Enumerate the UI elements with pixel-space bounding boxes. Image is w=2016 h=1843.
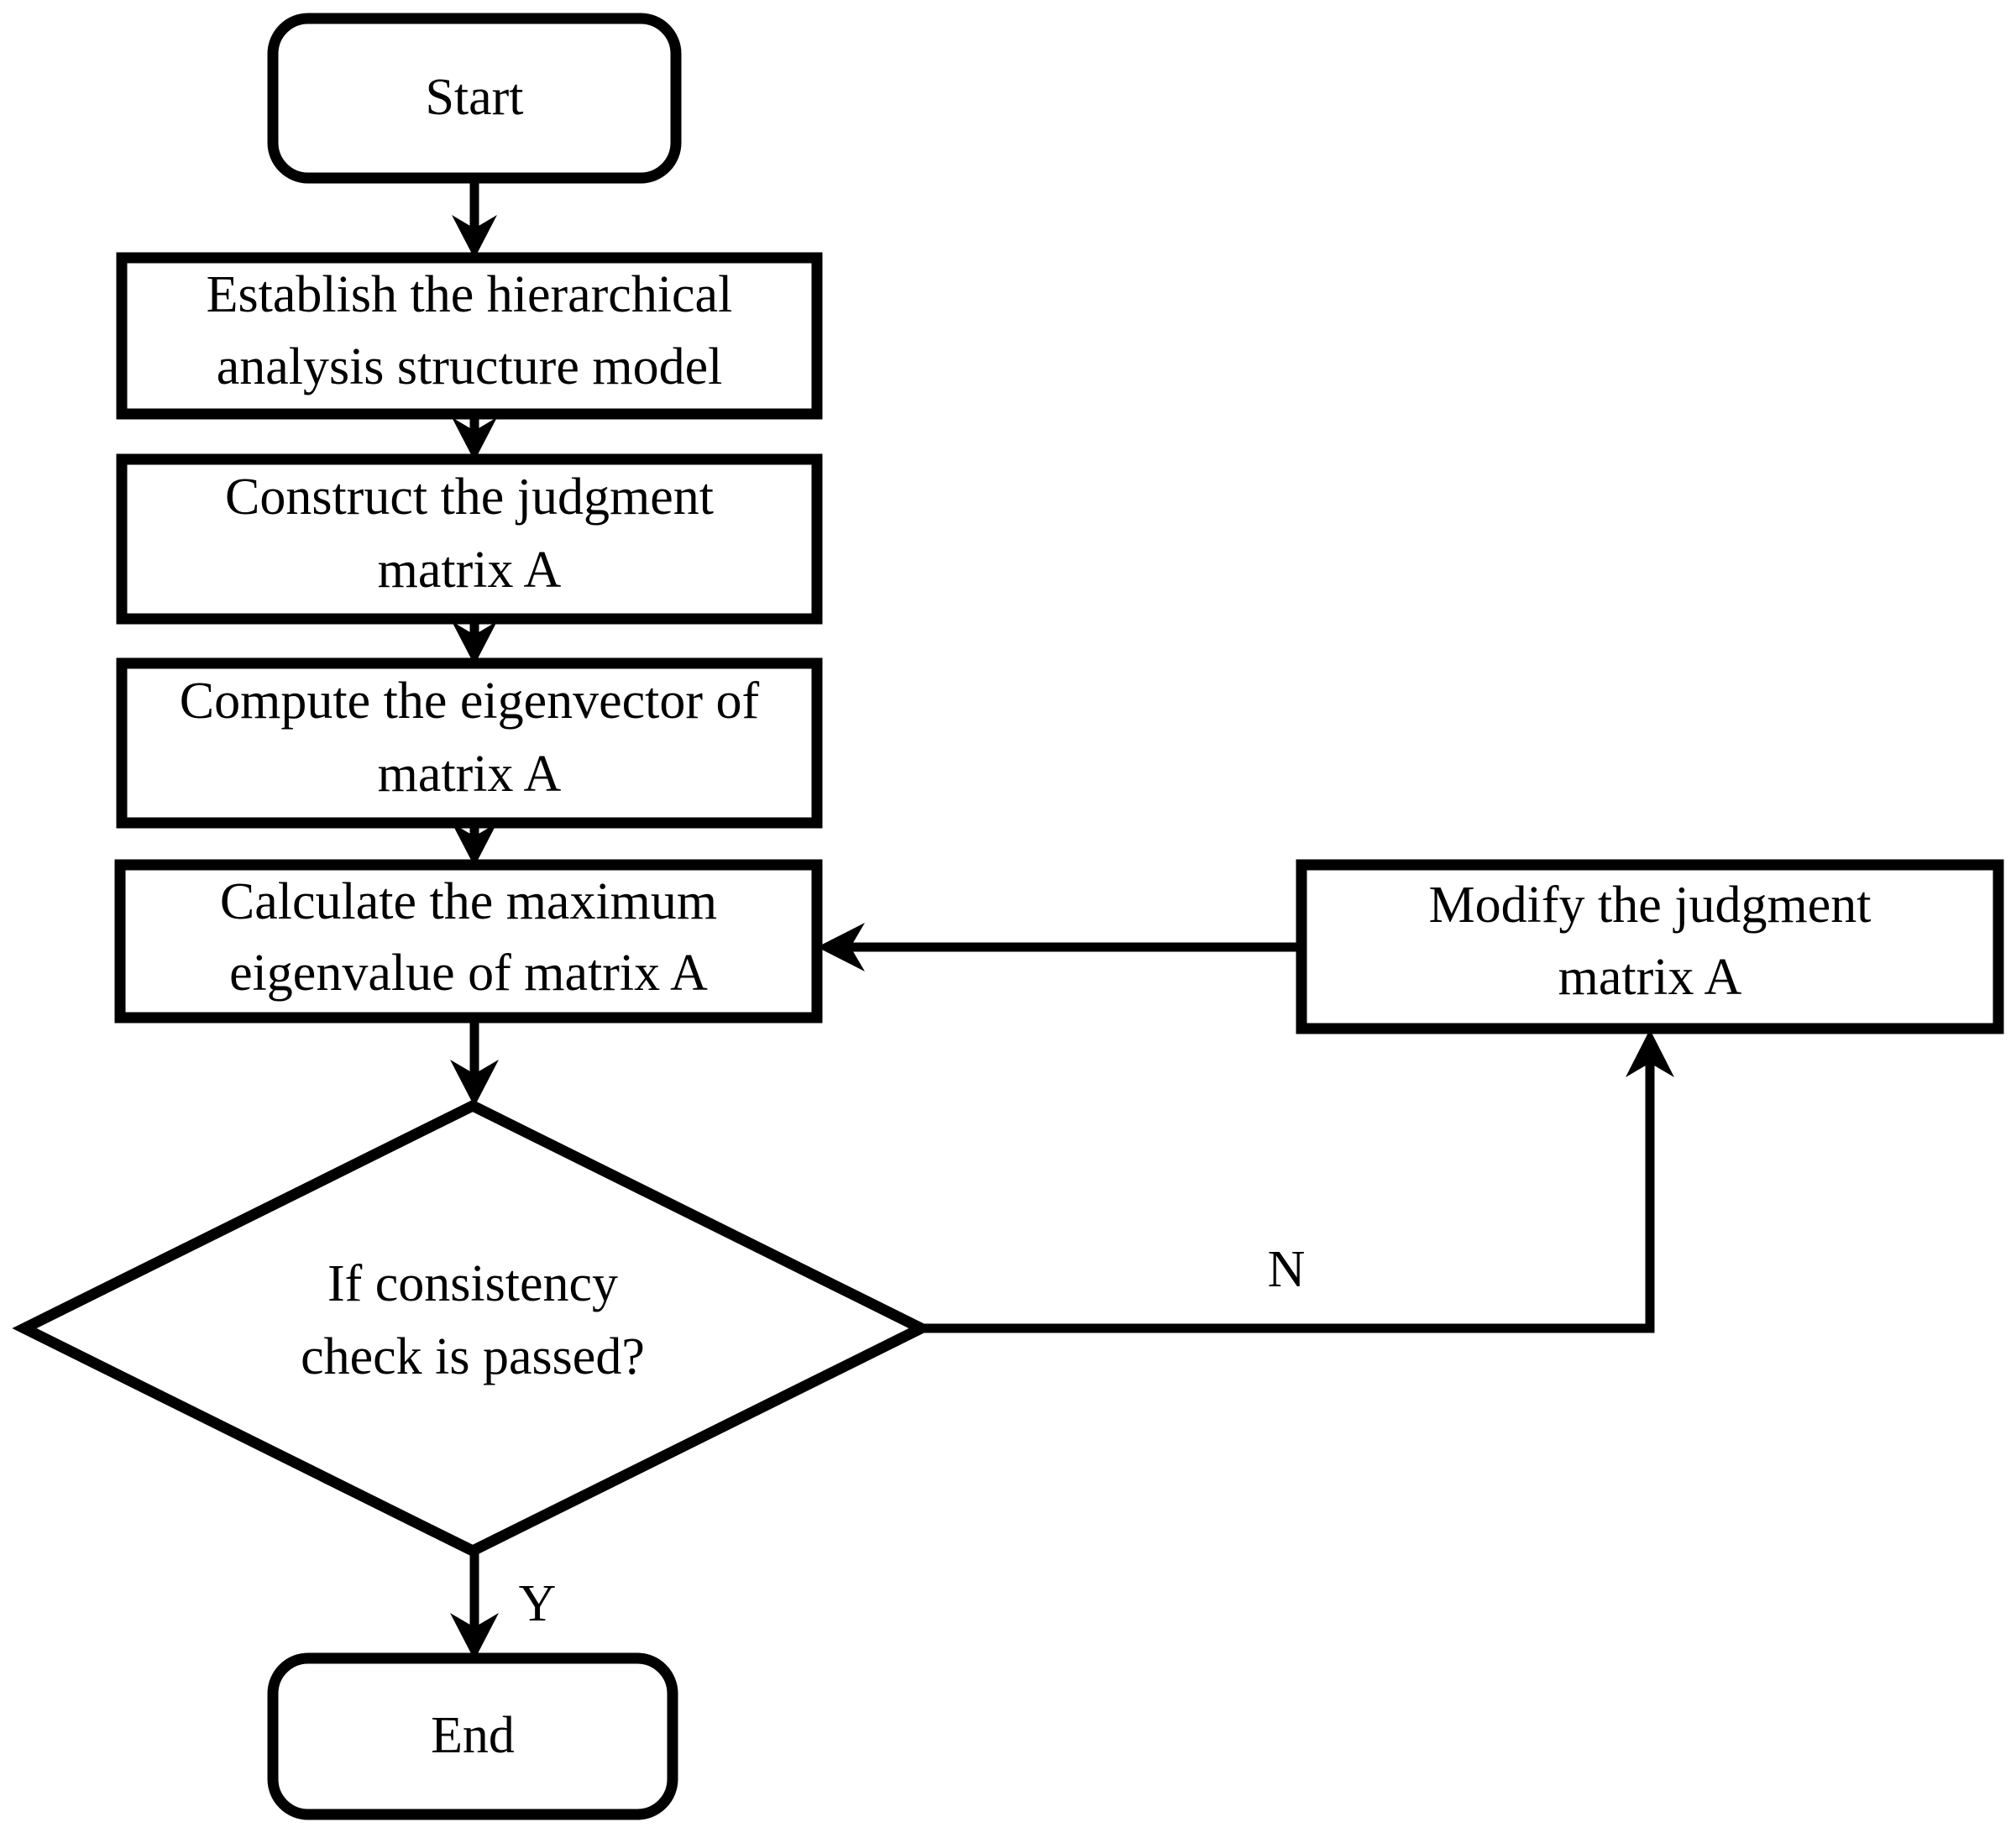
node-modify[interactable]: Modify the judgment matrix A bbox=[1296, 859, 2004, 1034]
arrowhead-up-icon bbox=[1626, 1029, 1674, 1077]
arrowhead-down-icon bbox=[452, 621, 497, 665]
arrowhead-down-icon bbox=[450, 1613, 499, 1660]
compute-label-line-2: matrix A bbox=[378, 746, 562, 803]
construct-label-line-2: matrix A bbox=[378, 542, 562, 599]
decision-label-line-2: check is passed? bbox=[301, 1328, 645, 1385]
edge-decision-to-modify: N bbox=[919, 1029, 1674, 1333]
edge-decision-to-end: Y bbox=[450, 1549, 556, 1660]
modify-label-line-2: matrix A bbox=[1558, 949, 1742, 1006]
edge-calculate-to-decision bbox=[450, 1018, 499, 1107]
construct-label-line-1: Construct the judgment bbox=[225, 469, 714, 526]
edge-label-no: N bbox=[1268, 1241, 1306, 1298]
end-label: End bbox=[431, 1707, 515, 1764]
calculate-label-line-1: Calculate the maximum bbox=[220, 873, 717, 930]
compute-label-line-1: Compute the eigenvector of bbox=[180, 673, 760, 730]
construct-shape[interactable] bbox=[116, 453, 823, 625]
node-construct[interactable]: Construct the judgment matrix A bbox=[116, 453, 823, 625]
calculate-label-line-2: eigenvalue of matrix A bbox=[229, 945, 708, 1002]
modify-label-line-1: Modify the judgment bbox=[1429, 877, 1872, 934]
establish-shape[interactable] bbox=[116, 252, 823, 420]
arrowhead-down-icon bbox=[452, 417, 497, 461]
edge-modify-to-calculate bbox=[817, 923, 1301, 971]
start-shape[interactable] bbox=[267, 13, 682, 184]
node-establish[interactable]: Establish the hierarchical analysis stru… bbox=[116, 252, 823, 420]
node-start[interactable]: Start bbox=[267, 13, 682, 184]
edge-start-to-establish bbox=[452, 178, 497, 259]
calculate-shape[interactable] bbox=[114, 859, 823, 1024]
arrowhead-down-icon bbox=[450, 1060, 499, 1107]
node-decision[interactable]: If consistency check is passed? bbox=[12, 1099, 934, 1558]
establish-label-line-1: Establish the hierarchical bbox=[207, 266, 733, 323]
modify-shape[interactable] bbox=[1296, 859, 2004, 1034]
establish-label-line-2: analysis structure model bbox=[217, 338, 723, 395]
arrowhead-down-icon bbox=[452, 215, 497, 259]
edge-label-yes: Y bbox=[519, 1575, 557, 1632]
start-label: Start bbox=[425, 69, 523, 126]
decision-label-line-1: If consistency bbox=[327, 1255, 618, 1312]
arrowhead-down-icon bbox=[452, 823, 497, 867]
arrowhead-left-icon bbox=[817, 923, 865, 971]
node-compute[interactable]: Compute the eigenvector of matrix A bbox=[116, 657, 823, 829]
compute-shape[interactable] bbox=[116, 657, 823, 829]
node-calculate[interactable]: Calculate the maximum eigenvalue of matr… bbox=[114, 859, 823, 1024]
decision-shape[interactable] bbox=[12, 1099, 934, 1558]
end-shape[interactable] bbox=[267, 1652, 678, 1820]
node-end[interactable]: End bbox=[267, 1652, 678, 1820]
